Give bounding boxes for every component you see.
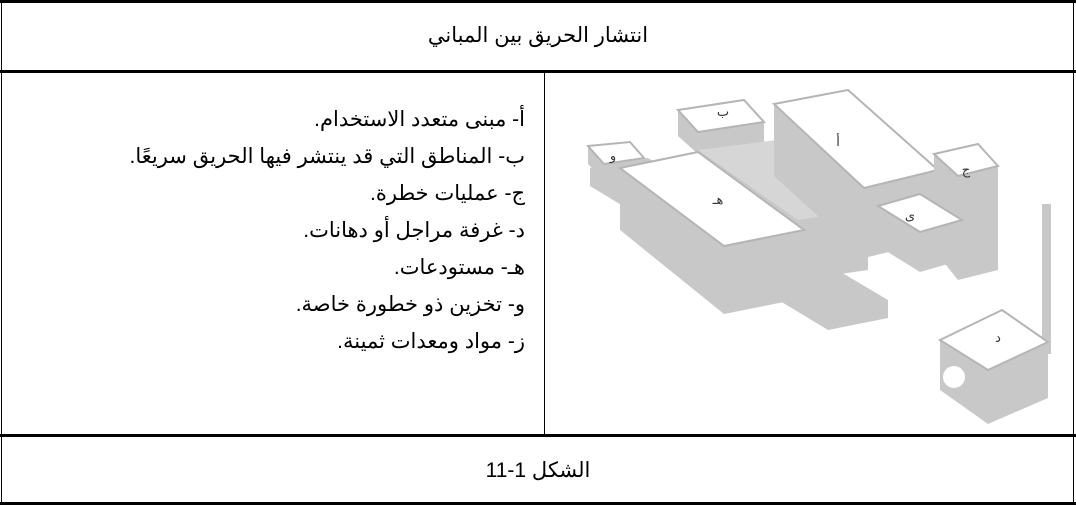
legend-item-h: هـ- مستودعات. — [393, 256, 525, 279]
label-b: ب — [717, 105, 729, 120]
label-j: ج — [962, 163, 971, 178]
caption-divider — [0, 434, 1076, 437]
legend-item-w: و- تخزين ذو خطورة خاصة. — [295, 293, 525, 316]
buildings-illustration: و ب أ ج هـ ى د — [548, 80, 1068, 430]
label-y: ى — [905, 209, 915, 224]
top-border — [0, 0, 1076, 3]
legend-item-d: د- غرفة مراجل أو دهانات. — [303, 219, 525, 242]
label-d: د — [995, 331, 1001, 346]
building-d — [937, 308, 1050, 424]
header-divider — [0, 70, 1076, 73]
buildings-svg: و ب أ ج هـ ى د — [585, 88, 1051, 424]
legend-list: أ- مبنى متعدد الاستخدام. ب- المناطق التي… — [0, 72, 537, 434]
building-y — [875, 192, 965, 272]
legend-item-j: ج- عمليات خطرة. — [370, 182, 525, 205]
table-title: انتشار الحريق بين المباني — [427, 23, 649, 47]
column-divider — [544, 72, 545, 436]
building-h — [617, 150, 807, 314]
bottom-border — [0, 502, 1076, 505]
label-h: هـ — [712, 193, 724, 208]
figure-caption: الشكل 1-11 — [485, 458, 591, 482]
label-w: و — [609, 149, 616, 164]
legend-item-b: ب- المناطق التي قد ينتشر فيها الحريق سري… — [129, 145, 526, 168]
chimney — [1042, 204, 1051, 354]
legend-item-a: أ- مبنى متعدد الاستخدام. — [314, 108, 525, 131]
building-b — [676, 98, 766, 154]
label-a: أ — [836, 133, 840, 150]
legend-item-z: ز- مواد ومعدات ثمينة. — [337, 330, 525, 353]
